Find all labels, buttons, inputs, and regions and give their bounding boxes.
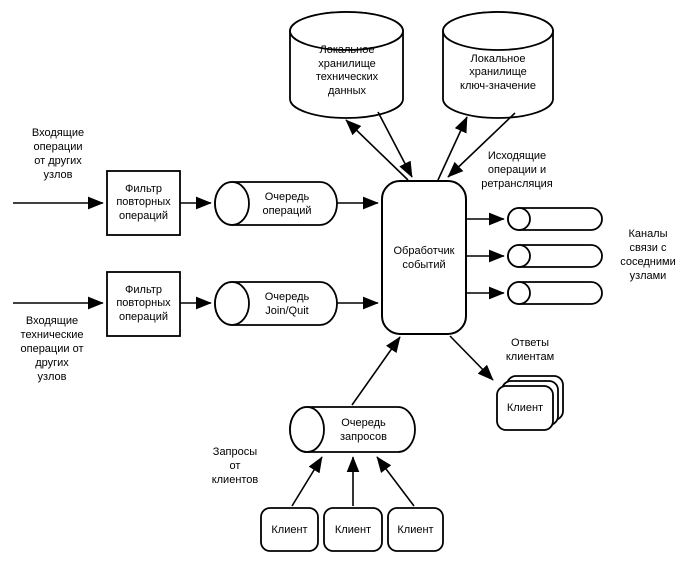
channel-cylinder-2 (507, 244, 603, 268)
arrows (13, 111, 516, 507)
queue-join-label: Очередь Join/Quit (264, 290, 310, 317)
filter2-label: Фильтр повторных операций (116, 283, 171, 323)
filter-repeat-ops-2-box (106, 271, 181, 337)
storage-kv-label: Локальное хранилище ключ-значение (460, 52, 536, 92)
client-box-3 (387, 507, 444, 552)
queue-join-quit-cylinder (214, 281, 338, 326)
storage-tech-label: Локальное хранилище технических данных (315, 44, 379, 97)
arrow-storage-tech-to-processor (377, 111, 413, 178)
client2-label: Клиент (334, 523, 372, 536)
client-stack-label: Клиент (506, 402, 544, 414)
storage-kv-cylinder (442, 11, 554, 119)
arrow-client1-to-queuereq (291, 456, 323, 507)
annotation-incoming-ops: Входящие операции от других узлов (31, 127, 85, 181)
client-box-2 (323, 507, 383, 552)
arrow-client3-to-queuereq (376, 456, 415, 507)
queue-requests-label: Очередь запросов (340, 416, 387, 443)
annotation-channels: Каналы связи с соседними узлами (620, 228, 676, 282)
annotation-outgoing: Исходящие операции и ретрансляция (481, 150, 553, 190)
queue-ops-cylinder (214, 181, 338, 226)
event-processor-label: Обработчик событий (393, 244, 455, 271)
client-box-1 (260, 507, 319, 552)
client-stack (496, 375, 564, 431)
arrow-processor-to-clients (449, 335, 494, 381)
arrow-queuereq-to-processor (351, 336, 401, 406)
event-processor-box (381, 180, 467, 335)
filter1-label: Фильтр повторных операций (116, 182, 171, 222)
annotation-incoming-tech: Входящие технические операции от других … (20, 315, 84, 383)
storage-tech-cylinder (289, 11, 404, 119)
client3-label: Клиент (397, 523, 434, 536)
filter-repeat-ops-1-box (106, 170, 181, 236)
annotation-responses: Ответы клиентам (505, 337, 555, 363)
client1-label: Клиент (271, 523, 308, 536)
queue-ops-label: Очередь операций (262, 190, 312, 217)
queue-requests-cylinder (289, 406, 416, 453)
channel-cylinder-1 (507, 207, 603, 231)
channel-cylinder-3 (507, 281, 603, 305)
arrow-processor-to-storage-kv (437, 116, 468, 181)
arrow-storage-kv-to-processor (447, 112, 516, 178)
arrow-processor-to-storage-tech (345, 119, 409, 181)
annotation-requests: Запросы от клиентов (211, 446, 259, 486)
